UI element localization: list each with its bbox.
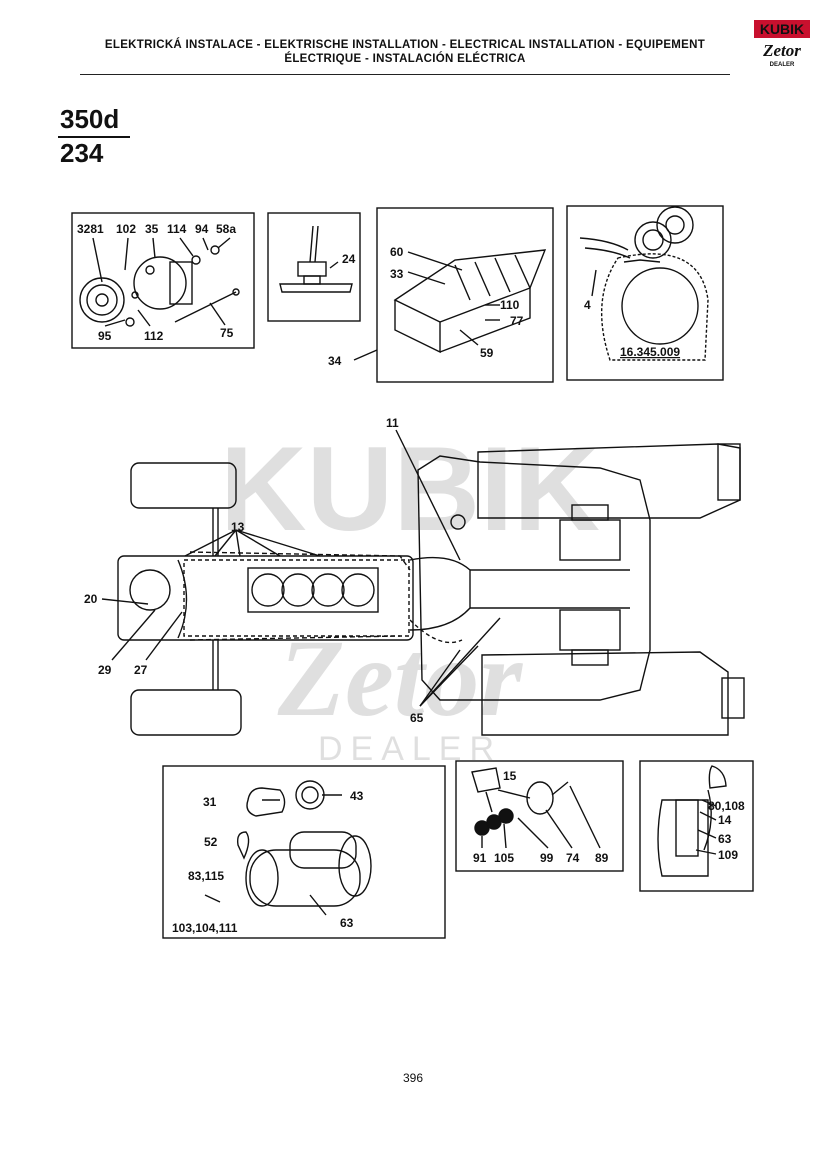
logo-brand: KUBIK [760, 21, 804, 37]
label-43: 43 [350, 789, 364, 803]
header-rule [80, 74, 730, 75]
label-83115: 83,115 [188, 869, 224, 883]
logo-sub: Zetor [762, 41, 801, 60]
tractor-diagram [101, 429, 745, 736]
label-77: 77 [510, 314, 524, 328]
label-52: 52 [204, 835, 218, 849]
label-105: 105 [494, 851, 514, 865]
label-112: 112 [144, 329, 164, 343]
panel-horn [566, 205, 724, 381]
label-31: 31 [203, 795, 217, 809]
label-65: 65 [410, 711, 424, 725]
label-94: 94 [195, 222, 209, 236]
watermark-brand: KUBIK [220, 422, 600, 556]
label-35: 35 [145, 222, 159, 236]
code-divider [58, 136, 130, 138]
label-15: 15 [503, 769, 517, 783]
label-3281: 3281 [77, 222, 104, 236]
label-75: 75 [220, 326, 234, 340]
header-line-2: ÉLECTRIQUE - INSTALACIÓN ELÉCTRICA [284, 53, 526, 65]
label-102: 102 [116, 222, 136, 236]
label-58a: 58a [216, 222, 236, 236]
label-29: 29 [98, 663, 112, 677]
panel-fusebox [353, 207, 554, 383]
panel-alternator [71, 212, 255, 349]
header-line-1: ELEKTRICKÁ INSTALACE - ELEKTRISCHE INSTA… [104, 39, 706, 51]
label-89: 89 [595, 851, 609, 865]
label-34: 34 [328, 354, 342, 368]
label-60: 60 [390, 245, 404, 259]
label-91: 91 [473, 851, 487, 865]
label-99: 99 [540, 851, 554, 865]
label-74: 74 [566, 851, 580, 865]
panel-starter [162, 765, 446, 939]
engine-cylinders [247, 567, 379, 613]
label-24: 24 [342, 252, 356, 266]
label-11: 11 [386, 416, 399, 430]
label-4: 4 [584, 298, 591, 312]
label-114: 114 [167, 222, 187, 236]
label-110: 110 [500, 298, 520, 312]
panel-switch [455, 760, 624, 872]
label-27: 27 [134, 663, 148, 677]
page-number: 396 [402, 1071, 424, 1085]
label-14: 14 [718, 813, 732, 827]
label-13: 13 [231, 520, 245, 534]
kubik-zetor-logo: KUBIK Zetor DEALER [752, 18, 812, 70]
label-63-starter: 63 [340, 916, 354, 930]
logo-tag: DEALER [770, 62, 795, 68]
label-59: 59 [480, 346, 494, 360]
group-code: 234 [60, 138, 104, 168]
panel-sensor [267, 212, 361, 322]
label-33: 33 [390, 267, 404, 281]
label-103104111: 103,104,111 [172, 921, 238, 935]
label-109: 109 [718, 848, 738, 862]
model-code: 350d [60, 104, 120, 134]
label-63-relay: 63 [718, 832, 732, 846]
label-16345009: 16.345.009 [620, 345, 680, 359]
label-80108: 80,108 [708, 799, 745, 813]
panel-relay [639, 760, 754, 892]
watermark-tag: DEALER [318, 730, 502, 768]
label-20: 20 [84, 592, 98, 606]
label-95: 95 [98, 329, 112, 343]
page-header: ELEKTRICKÁ INSTALACE - ELEKTRISCHE INSTA… [80, 38, 730, 66]
